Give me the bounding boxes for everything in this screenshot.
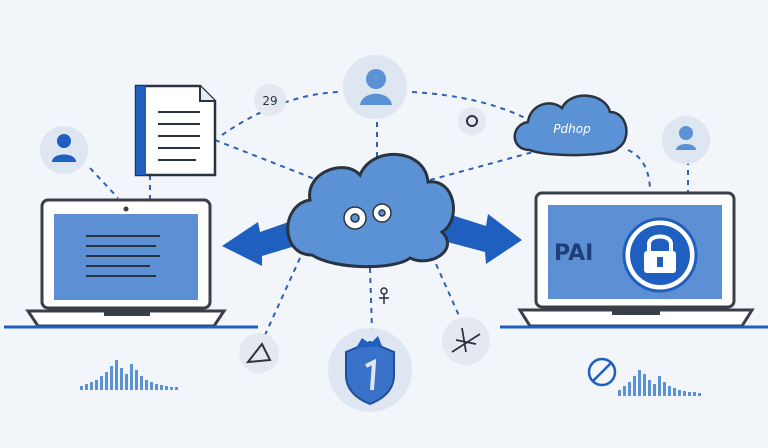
user-lock-icon bbox=[40, 126, 88, 174]
line-cloud-to-bottomright bbox=[431, 254, 461, 319]
waveform-left bbox=[80, 360, 178, 390]
wave-bar bbox=[110, 366, 113, 390]
wave-bar bbox=[688, 392, 691, 396]
wave-bar bbox=[698, 393, 701, 396]
shield-icon bbox=[328, 328, 412, 412]
wave-bar bbox=[135, 370, 138, 390]
wave-bar bbox=[170, 387, 173, 390]
line-cloud-to-bottomleft bbox=[264, 257, 301, 336]
right-cloud: Pdhop bbox=[513, 94, 628, 157]
line-cloud-to-rightcloud bbox=[429, 147, 549, 181]
wave-bar bbox=[145, 380, 148, 390]
left-laptop bbox=[4, 198, 258, 329]
line-doc-to-top bbox=[221, 91, 339, 136]
wave-bar bbox=[130, 364, 133, 390]
gears-icon bbox=[343, 203, 392, 230]
wave-bar bbox=[693, 392, 696, 396]
wave-bar bbox=[678, 390, 681, 396]
wave-bar bbox=[643, 374, 646, 396]
arrow-right-icon bbox=[440, 212, 522, 264]
wave-bar bbox=[100, 376, 103, 390]
waveform-right bbox=[618, 370, 701, 396]
wave-bar bbox=[663, 382, 666, 396]
wave-bar bbox=[623, 386, 626, 396]
small-link-icon: 29 bbox=[254, 84, 286, 116]
blocked-icon bbox=[587, 357, 617, 387]
wave-bar bbox=[80, 386, 83, 390]
wave-bar bbox=[90, 382, 93, 390]
wave-bar bbox=[140, 376, 143, 390]
right-screen-text: PAI bbox=[554, 241, 593, 266]
line-rightcloud-to-laptop bbox=[627, 149, 651, 193]
padlock-icon bbox=[622, 217, 698, 293]
wave-bar bbox=[160, 385, 163, 390]
line-top-to-rightcloud bbox=[411, 91, 526, 119]
document-icon bbox=[134, 84, 217, 177]
line-doc-to-cloud bbox=[214, 139, 331, 186]
wave-bar bbox=[115, 360, 118, 390]
right-cloud-text: Pdhop bbox=[553, 122, 591, 136]
wave-bar bbox=[668, 386, 671, 396]
connection-lines bbox=[89, 91, 689, 336]
user-icon-right bbox=[662, 116, 710, 164]
pen-icon bbox=[239, 333, 279, 373]
diagram-sketch-icon bbox=[442, 317, 490, 365]
wave-bar bbox=[85, 384, 88, 390]
wave-bar bbox=[633, 376, 636, 396]
wave-bar bbox=[653, 384, 656, 396]
wave-bar bbox=[175, 387, 178, 390]
wave-bar bbox=[683, 391, 686, 396]
wave-bar bbox=[155, 384, 158, 390]
wave-bar bbox=[618, 390, 621, 396]
gear-icon-small bbox=[458, 107, 486, 135]
line-cloud-to-shield bbox=[369, 267, 373, 331]
wave-bar bbox=[125, 374, 128, 390]
central-cloud bbox=[286, 152, 455, 269]
wave-bar bbox=[628, 382, 631, 396]
wave-bar bbox=[105, 372, 108, 390]
wave-bar bbox=[95, 380, 98, 390]
wave-bar bbox=[150, 382, 153, 390]
right-laptop: PAI bbox=[500, 191, 768, 329]
wave-bar bbox=[658, 376, 661, 396]
wave-bar bbox=[673, 388, 676, 396]
wave-bar bbox=[648, 380, 651, 396]
wave-bar bbox=[638, 370, 641, 396]
wave-bar bbox=[165, 386, 168, 390]
screen-text-lines bbox=[86, 235, 160, 277]
wave-bar bbox=[120, 368, 123, 390]
line-user-to-laptop bbox=[89, 167, 119, 199]
user-icon-top bbox=[343, 55, 407, 119]
small-figure-icon bbox=[379, 287, 389, 304]
arrow-left-icon bbox=[222, 218, 302, 266]
small-icon-text: 29 bbox=[262, 94, 277, 108]
